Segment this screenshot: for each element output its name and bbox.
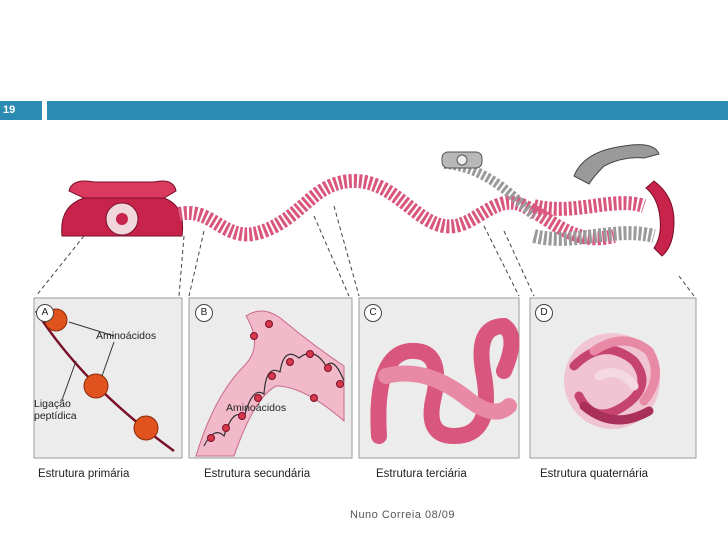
panel-a-letter: A bbox=[36, 304, 54, 322]
aminoacids-label-a: Aminoácidos bbox=[96, 330, 156, 342]
caption-secondary: Estrutura secundária bbox=[204, 468, 310, 480]
peptide-bond-label-line2: peptídica bbox=[34, 410, 77, 422]
caption-primary: Estrutura primária bbox=[38, 468, 129, 480]
handset-grey-icon bbox=[574, 145, 659, 184]
slide-number: 19 bbox=[0, 101, 42, 120]
caption-quaternary: Estrutura quaternária bbox=[540, 468, 648, 480]
slide-footer: Nuno Correia 08/09 bbox=[350, 509, 455, 521]
handset-red-icon bbox=[646, 181, 674, 256]
protein-structure-figure: A B C D Aminoácidos Ligação peptídica Am… bbox=[14, 136, 714, 496]
caption-tertiary: Estrutura terciária bbox=[376, 468, 467, 480]
grey-phone-icon bbox=[442, 152, 482, 168]
slide-header: 19 bbox=[0, 101, 728, 120]
aminoacids-label-b: Aminoácidos bbox=[226, 402, 286, 414]
quaternary-structure-complex bbox=[564, 333, 660, 429]
telephone-icon bbox=[62, 181, 183, 236]
header-bar bbox=[47, 101, 728, 120]
panel-d-letter: D bbox=[535, 304, 553, 322]
panel-c-letter: C bbox=[364, 304, 382, 322]
panel-b-letter: B bbox=[195, 304, 213, 322]
peptide-bond-label-line1: Ligação bbox=[34, 398, 71, 410]
